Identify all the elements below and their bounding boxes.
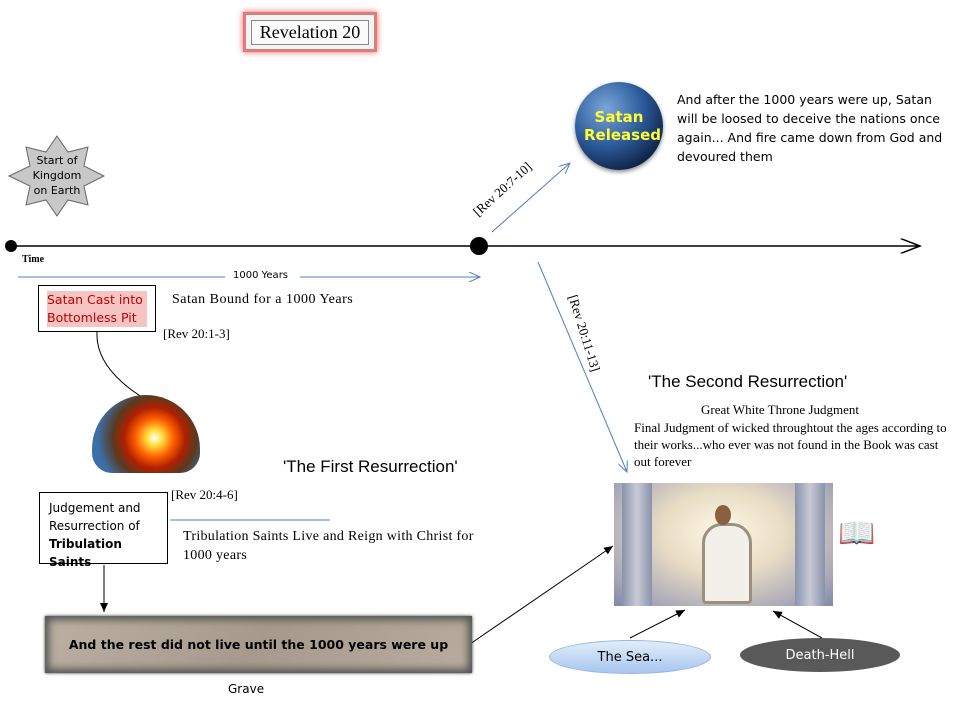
- span-label: 1000 Years: [233, 270, 289, 281]
- great-white-throne-heading: Great White Throne Judgment: [701, 402, 860, 417]
- earth-core-image: [92, 395, 200, 473]
- second-resurrection-heading: 'The Second Resurrection': [648, 372, 848, 391]
- ref-rev-20-4-6: [Rev 20:4-6]: [171, 487, 238, 502]
- satan-cast-box: Satan Cast into Bottomless Pit: [38, 285, 156, 332]
- first-resurrection-heading: 'The First Resurrection': [283, 457, 458, 476]
- final-judgment-text: Final Judgment of wicked throughtout the…: [634, 420, 947, 469]
- ref-rev-20-1-3: [Rev 20:1-3]: [163, 326, 230, 341]
- start-star-shape: [7, 135, 106, 217]
- start-of-kingdom-label: Start of Kingdom on Earth: [32, 154, 82, 197]
- page-title: Revelation 20: [243, 12, 377, 52]
- grave-label: Grave: [228, 682, 265, 696]
- satan-released-globe: Satan Released: [575, 82, 663, 170]
- tribulation-saints-text: Tribulation Saints Live and Reign with C…: [183, 529, 474, 563]
- book-icon: 📖: [838, 517, 876, 550]
- grave-box: And the rest did not live until the 1000…: [45, 616, 472, 673]
- satan-released-text: And after the 1000 years were up, Satan …: [677, 92, 943, 164]
- the-sea-cloud: The Sea...: [549, 640, 711, 674]
- time-label: Time: [22, 254, 45, 265]
- throne-image: [614, 483, 833, 606]
- satan-bound-text: Satan Bound for a 1000 Years: [172, 292, 354, 307]
- timeline-1000-dot: [470, 237, 488, 255]
- death-hell-cloud: Death-Hell: [740, 638, 900, 672]
- timeline-start-dot: [5, 240, 17, 252]
